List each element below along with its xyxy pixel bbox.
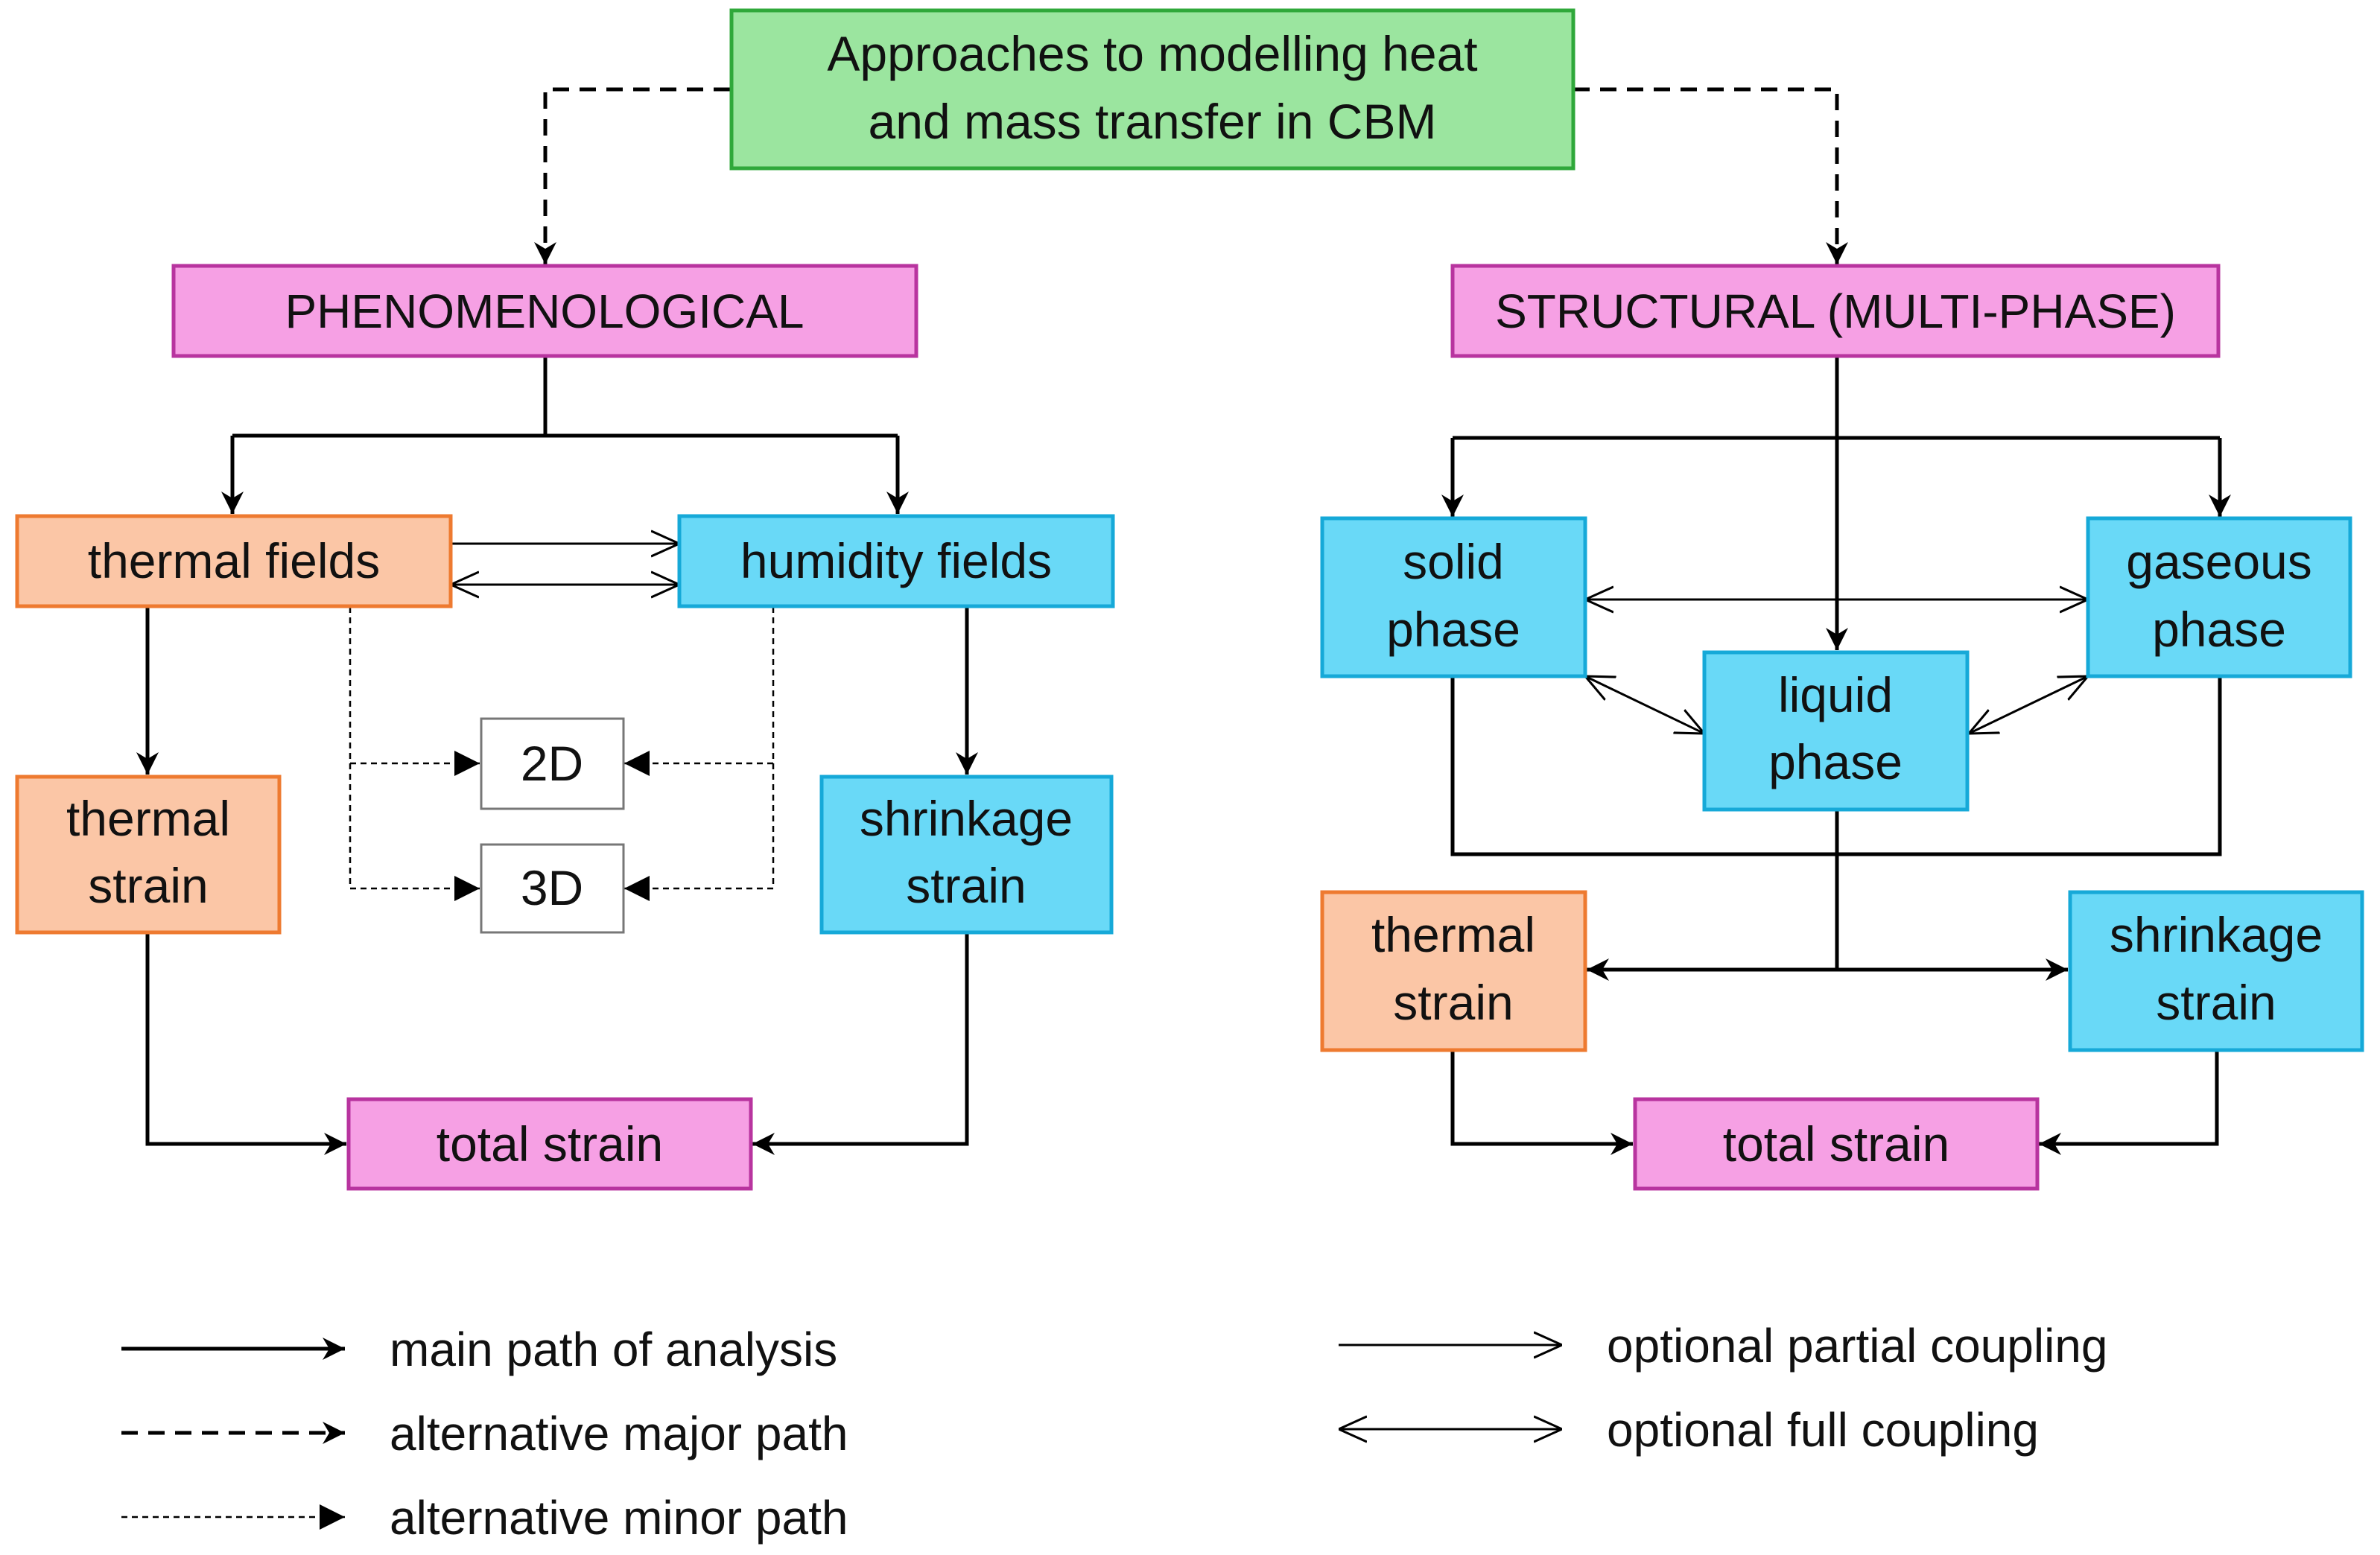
thermal-strain-to-total-arrow [145, 932, 346, 1155]
gaseous-phase-line-1: gaseous [2126, 534, 2312, 589]
gaseous-liquid-coupling-arrow [1969, 676, 2088, 734]
solid-phase-line-2: phase [1386, 602, 1520, 657]
humidity-to-3d-arrow [624, 763, 775, 901]
shrinkage-strain-right-node: shrinkage strain [2068, 890, 2364, 1052]
humidity-fields-label: humidity fields [740, 533, 1052, 588]
shrinkage-strain-right-line-2: strain [2156, 975, 2276, 1030]
phenomenological-node: PHENOMENOLOGICAL [171, 264, 918, 358]
title-to-structural-arrow [1573, 87, 1848, 264]
liquid-phase-line-2: phase [1768, 734, 1903, 789]
title-node: Approaches to modelling heat and mass tr… [729, 8, 1575, 171]
shrinkage-strain-left-line-1: shrinkage [860, 791, 1073, 846]
thermal-strain-right-line-1: thermal [1371, 907, 1535, 962]
legend-full-coupling-label: optional full coupling [1607, 1403, 2039, 1457]
solid-phase-node: solid phase [1320, 516, 1587, 678]
shrinkage-strain-right-to-total-arrow [2039, 1050, 2219, 1155]
legend-main-path-label: main path of analysis [390, 1323, 837, 1376]
thermal-fields-node: thermal fields [15, 514, 453, 608]
2d-node: 2D [480, 717, 625, 810]
title-line-1: Approaches to modelling heat [827, 26, 1477, 81]
thermal-strain-right-line-2: strain [1393, 975, 1513, 1030]
shrinkage-strain-left-node: shrinkage strain [819, 775, 1114, 935]
gaseous-phase-line-2: phase [2152, 602, 2286, 657]
shrinkage-strain-to-total-arrow [752, 932, 969, 1155]
thermal-strain-right-to-total-arrow [1450, 1050, 1633, 1155]
liquid-phase-line-1: liquid [1778, 667, 1893, 722]
liquid-phase-node: liquid phase [1702, 650, 1970, 812]
solid-phase-line-1: solid [1403, 534, 1504, 589]
structural-node: STRUCTURAL (MULTI-PHASE) [1450, 264, 2221, 358]
3d-node: 3D [480, 843, 625, 934]
total-strain-left-node: total strain [346, 1097, 753, 1191]
legend: main path of analysis alternative major … [121, 1319, 2107, 1545]
3d-label: 3D [521, 860, 583, 915]
total-strain-left-label: total strain [437, 1116, 663, 1171]
thermal-strain-left-node: thermal strain [15, 775, 282, 935]
humidity-fields-node: humidity fields [677, 514, 1115, 608]
2d-label: 2D [521, 736, 583, 791]
total-strain-right-node: total strain [1633, 1097, 2040, 1191]
legend-alt-major-label: alternative major path [390, 1407, 848, 1460]
thermal-to-2d-arrow [349, 607, 480, 776]
connectors [136, 87, 2231, 1155]
phenomenological-label: PHENOMENOLOGICAL [285, 284, 804, 338]
legend-partial-coupling-label: optional partial coupling [1607, 1319, 2107, 1373]
humidity-to-2d-arrow [624, 607, 775, 776]
shrinkage-strain-right-line-1: shrinkage [2110, 907, 2323, 962]
total-strain-right-label: total strain [1723, 1116, 1949, 1171]
title-line-2: and mass transfer in CBM [869, 94, 1437, 149]
thermal-strain-right-node: thermal strain [1320, 890, 1587, 1052]
thermal-fields-label: thermal fields [88, 533, 381, 588]
solid-liquid-coupling-arrow [1585, 676, 1704, 734]
legend-alt-minor-label: alternative minor path [390, 1491, 848, 1545]
title-to-phenomenological-arrow [534, 87, 730, 264]
structural-label: STRUCTURAL (MULTI-PHASE) [1495, 284, 2176, 338]
shrinkage-strain-left-line-2: strain [906, 858, 1026, 913]
thermal-strain-left-line-2: strain [88, 858, 208, 913]
gaseous-phase-node: gaseous phase [2086, 516, 2352, 678]
thermal-strain-left-line-1: thermal [66, 791, 230, 846]
thermal-to-3d-arrow [349, 763, 480, 901]
